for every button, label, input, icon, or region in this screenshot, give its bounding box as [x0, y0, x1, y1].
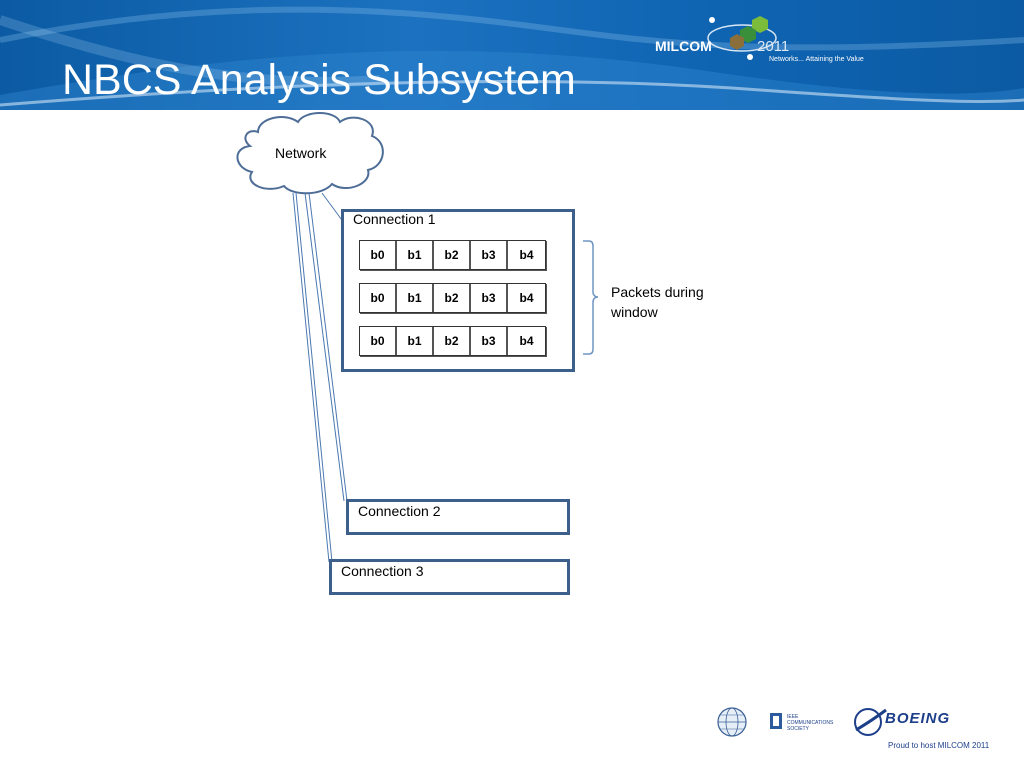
milcom-logo-text: MILCOM — [655, 38, 712, 54]
connection-1-label: Connection 1 — [353, 211, 436, 227]
packet-byte-cell: b1 — [397, 284, 434, 312]
connection-2-label: Connection 2 — [358, 503, 441, 519]
network-cloud-icon — [236, 112, 384, 195]
connection-1-box — [341, 209, 575, 372]
boeing-wordmark: BOEING — [885, 710, 951, 727]
ieee-comsoc-label: IEEE COMMUNICATIONS SOCIETY — [787, 714, 834, 732]
proud-to-host-text: Proud to host MILCOM 2011 — [888, 741, 990, 750]
boeing-logo-icon — [854, 708, 887, 736]
packet-byte-cell: b0 — [360, 241, 397, 269]
network-label: Network — [275, 145, 327, 161]
link-line-connection-2b — [304, 192, 345, 502]
milcom-hex-logo-icon — [707, 16, 777, 60]
packet-byte-cell: b2 — [434, 327, 471, 355]
connection-2-box — [346, 499, 570, 535]
slide-header-band: MILCOM 2011 Networks... Attaining the Va… — [0, 0, 1024, 110]
packet-byte-cell: b0 — [360, 327, 397, 355]
packet-row: b0 b1 b2 b3 b4 — [359, 283, 546, 313]
link-line-connection-2 — [308, 192, 348, 502]
packet-byte-cell: b4 — [519, 248, 534, 262]
packet-byte-cell: b3 — [471, 284, 508, 312]
packet-byte-cell: b3 — [471, 327, 508, 355]
link-line-connection-3 — [295, 192, 333, 563]
packet-byte-cell: b1 — [397, 327, 434, 355]
packet-byte-cell: b4 — [519, 291, 534, 305]
slide-title: NBCS Analysis Subsystem — [62, 56, 576, 104]
packet-byte-cell: b0 — [360, 284, 397, 312]
ieee-comsoc-icon — [770, 713, 782, 729]
milcom-logo-year: 2011 — [757, 38, 790, 55]
milcom-tagline: Networks... Attaining the Value — [769, 56, 864, 63]
footer-logo-strip — [717, 707, 887, 737]
header-wave-decoration — [0, 6, 1024, 110]
packet-byte-cell: b2 — [434, 241, 471, 269]
connection-3-box — [329, 559, 570, 595]
link-line-connection-3b — [292, 192, 330, 563]
packet-row: b0 b1 b2 b3 b4 — [359, 326, 546, 356]
packets-window-brace — [583, 240, 599, 355]
packets-during-window-label: Packets during window — [611, 284, 704, 320]
packet-byte-cell: b4 — [519, 334, 534, 348]
packet-byte-cell: b1 — [397, 241, 434, 269]
connection-3-label: Connection 3 — [341, 563, 424, 579]
afcea-globe-icon — [717, 707, 747, 737]
packet-row: b0 b1 b2 b3 b4 — [359, 240, 546, 270]
packet-byte-cell: b2 — [434, 284, 471, 312]
packet-byte-cell: b3 — [471, 241, 508, 269]
